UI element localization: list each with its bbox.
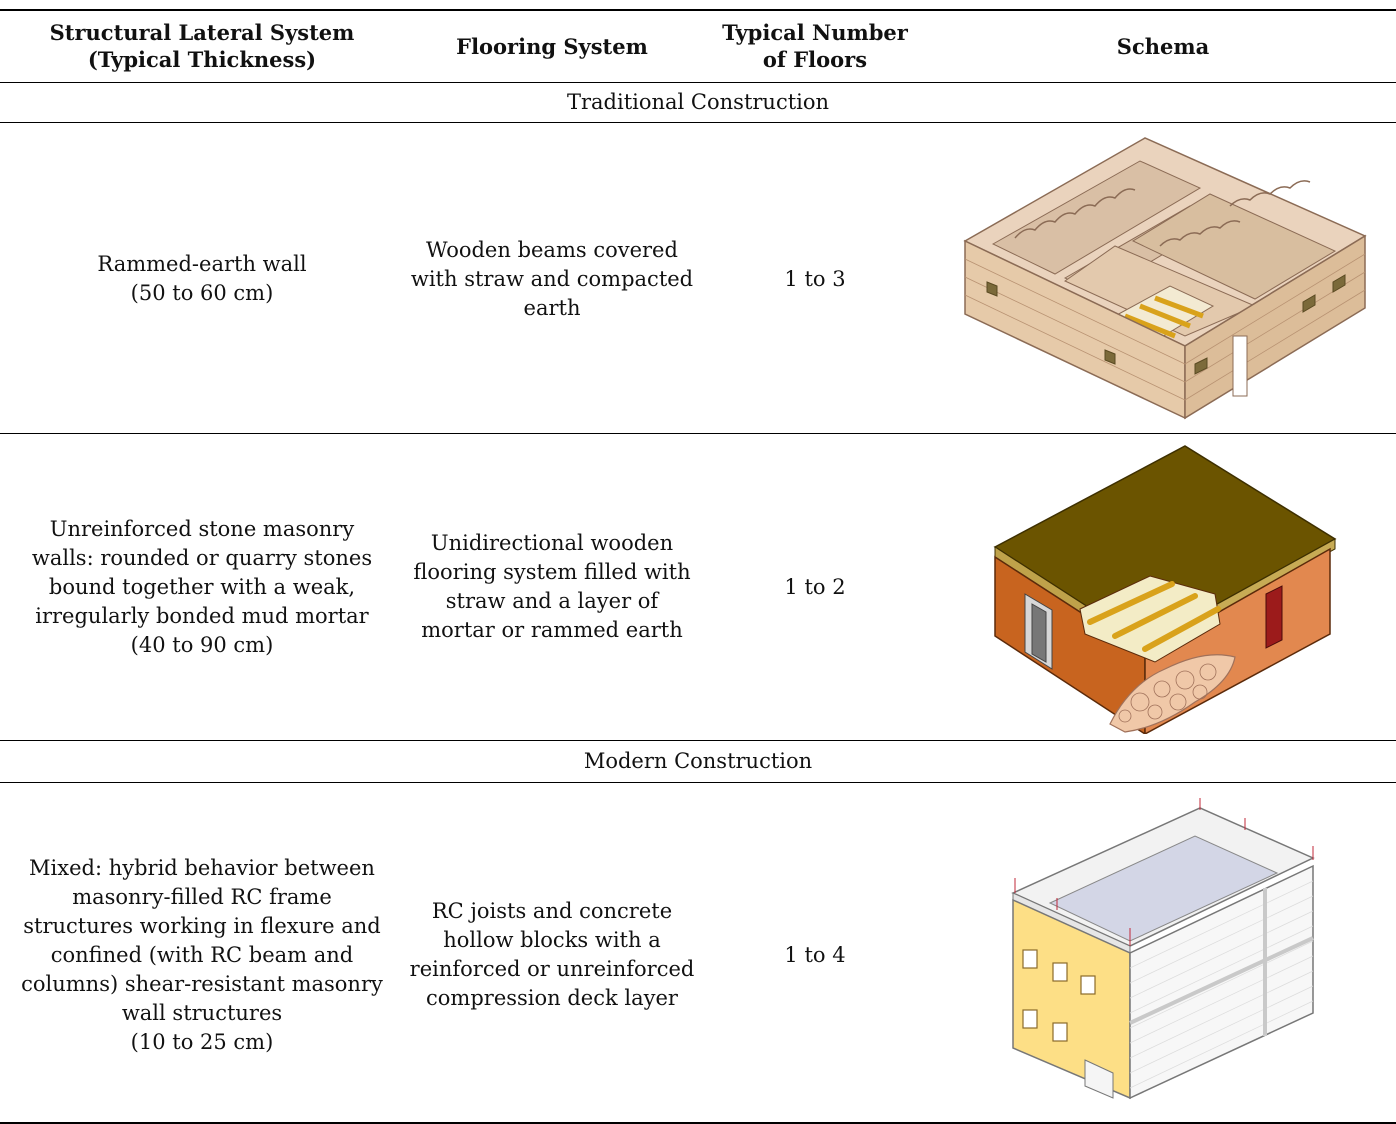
row-1-number-of-floors: 1 to 3 (784, 266, 846, 291)
stone-masonry-schema-illustration (993, 445, 1337, 734)
header-structural-system: Structural Lateral System (Typical Thick… (49, 20, 355, 72)
header-rule (0, 82, 1396, 83)
rammed-earth-schema-illustration (963, 137, 1367, 420)
row-1-flooring-system: Wooden beams covered with straw and comp… (410, 237, 694, 320)
section-traditional-construction: Traditional Construction (566, 90, 830, 114)
section-rule (0, 122, 1396, 123)
rc-frame-schema-illustration (1011, 798, 1315, 1100)
top-rule (0, 9, 1396, 11)
row-3-structural-system: Mixed: hybrid behavior between masonry-f… (21, 855, 383, 1054)
row-3-flooring-system: RC joists and concrete hollow blocks wit… (409, 899, 695, 1010)
header-schema: Schema (1116, 33, 1210, 59)
row-3-number-of-floors: 1 to 4 (784, 942, 846, 967)
section-rule (0, 782, 1396, 783)
header-number-of-floors: Typical Number of Floors (722, 20, 908, 72)
row-2-flooring-system: Unidirectional wooden flooring system fi… (413, 531, 691, 642)
row-1-structural-system: Rammed-earth wall (50 to 60 cm) (97, 252, 307, 305)
section-modern-construction: Modern Construction (583, 749, 813, 773)
row-rule (0, 433, 1396, 434)
bottom-rule (0, 1122, 1396, 1124)
row-2-number-of-floors: 1 to 2 (784, 574, 846, 599)
section-rule (0, 740, 1396, 741)
header-flooring-system: Flooring System (456, 33, 648, 59)
row-2-structural-system: Unreinforced stone masonry walls: rounde… (31, 516, 373, 657)
